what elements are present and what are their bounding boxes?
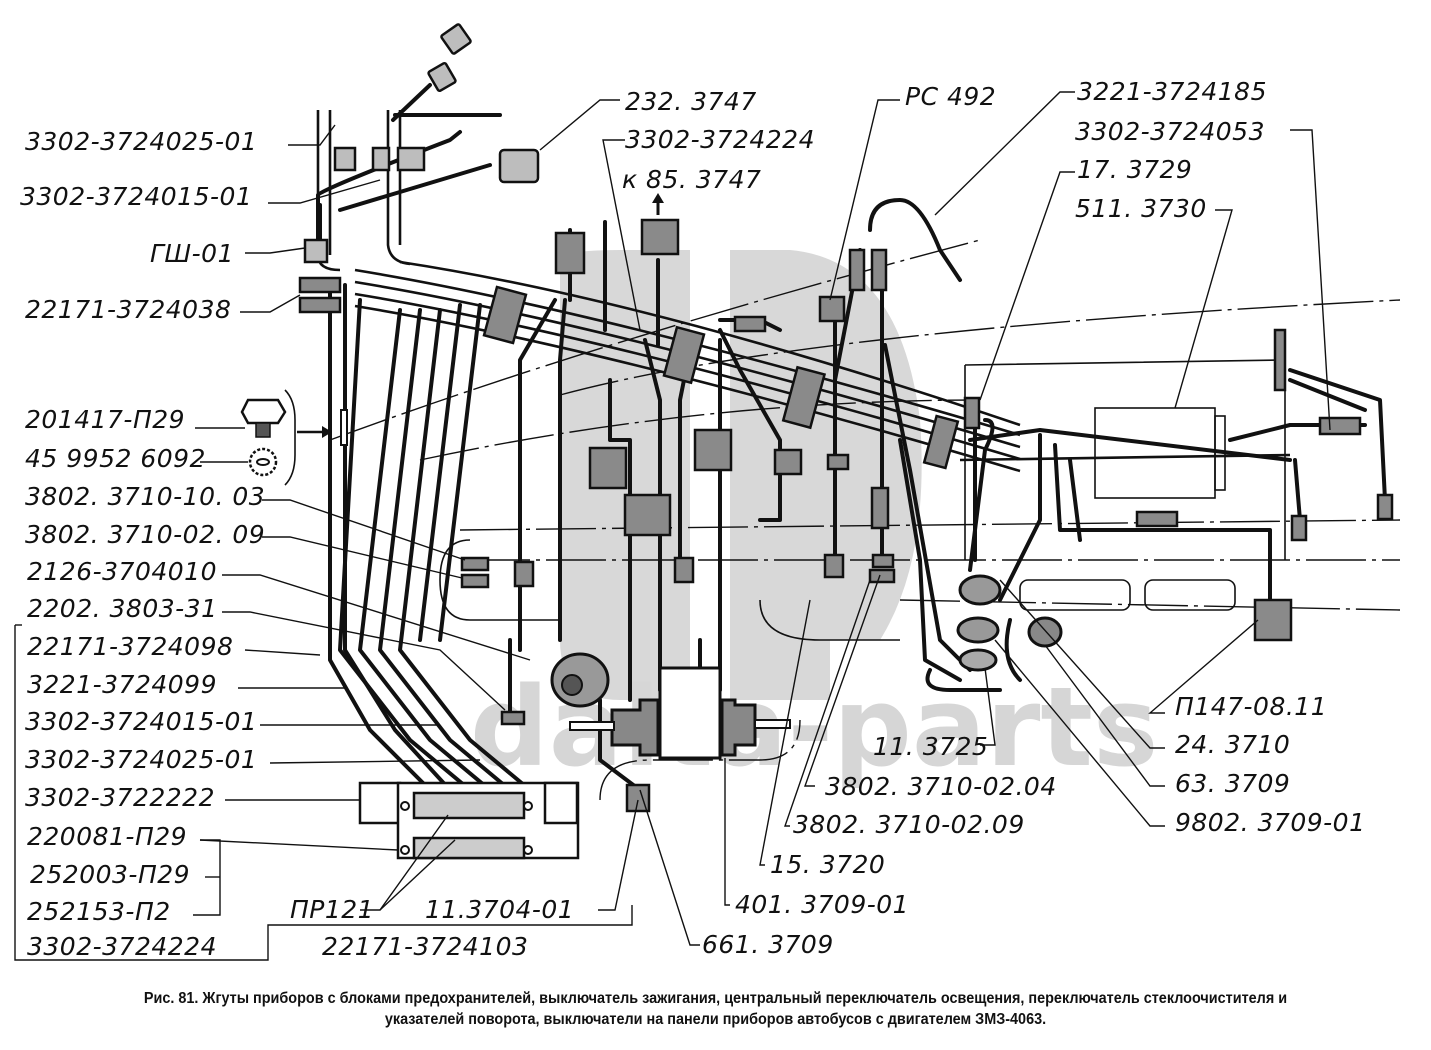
- part-labels: 3302-3724025-01 3302-3724015-01 ГШ-01 22…: [20, 77, 1365, 961]
- wiring-harness-diagram: dalta-parts: [14, 23, 1401, 961]
- label-3302-3724224-top: 3302-3724224: [625, 125, 815, 154]
- label-2126-3704010: 2126-3704010: [27, 557, 217, 586]
- label-11-3725: 11. 3725: [873, 732, 988, 761]
- label-22171-3724103: 22171-3724103: [322, 932, 528, 961]
- label-3302-3724025-01-bottom: 3302-3724025-01: [25, 745, 257, 774]
- label-401-3709-01: 401. 3709-01: [735, 890, 909, 919]
- label-17-3729: 17. 3729: [1077, 155, 1192, 184]
- label-pr121: ПР121: [290, 895, 374, 924]
- label-3221-3724185: 3221-3724185: [1077, 77, 1267, 106]
- label-63-3709: 63. 3709: [1175, 769, 1290, 798]
- label-3221-3724099: 3221-3724099: [27, 670, 217, 699]
- label-2202-3803-31: 2202. 3803-31: [27, 594, 217, 623]
- label-252003-p29: 252003-П29: [30, 860, 190, 889]
- label-3302-3724015-01-bottom: 3302-3724015-01: [25, 707, 257, 736]
- figure-caption: Рис. 81. Жгуты приборов с блоками предох…: [50, 988, 1381, 1030]
- label-511-3730: 511. 3730: [1075, 194, 1207, 223]
- components: [240, 193, 1226, 860]
- label-rs-492: РС 492: [905, 82, 996, 111]
- connectors: [298, 23, 1394, 813]
- leader-lines: [14, 91, 1331, 961]
- caption-line-2: указателей поворота, выключатели на пане…: [384, 1011, 1047, 1028]
- label-24-3710: 24. 3710: [1175, 730, 1290, 759]
- label-p147-08-11: П147-08.11: [1175, 692, 1327, 721]
- label-15-3720: 15. 3720: [770, 850, 885, 879]
- label-3302-3722222: 3302-3722222: [25, 783, 215, 812]
- label-220081-p29: 220081-П29: [27, 822, 187, 851]
- label-201417-p29: 201417-П29: [25, 405, 185, 434]
- label-3802-3710-02-04: 3802. 3710-02.04: [825, 772, 1057, 801]
- label-45-9952-6092: 45 9952 6092: [25, 444, 206, 473]
- caption-line-1: Рис. 81. Жгуты приборов с блоками предох…: [143, 990, 1288, 1007]
- label-3802-3710-02-09-left: 3802. 3710-02. 09: [25, 520, 265, 549]
- label-252153-p2: 252153-П2: [27, 897, 171, 926]
- label-gsh-01: ГШ-01: [150, 239, 234, 268]
- label-3302-3724025-01-top: 3302-3724025-01: [25, 127, 257, 156]
- label-11-3704-01: 11.3704-01: [425, 895, 574, 924]
- label-3802-3710-10-03: 3802. 3710-10. 03: [25, 482, 265, 511]
- label-22171-3724098: 22171-3724098: [27, 632, 233, 661]
- label-661-3709: 661. 3709: [702, 930, 834, 959]
- label-232-3747: 232. 3747: [625, 87, 757, 116]
- watermark-logo: dalta-parts: [470, 250, 1158, 791]
- label-22171-3724038: 22171-3724038: [25, 295, 231, 324]
- label-3802-3710-02-09-bottom: 3802. 3710-02.09: [793, 810, 1025, 839]
- label-k-85-3747: к 85. 3747: [622, 165, 761, 194]
- label-3302-3724015-01-top: 3302-3724015-01: [20, 182, 252, 211]
- label-3302-3724224-bottom: 3302-3724224: [27, 932, 217, 961]
- label-3302-3724053: 3302-3724053: [1075, 117, 1265, 146]
- label-9802-3709-01: 9802. 3709-01: [1175, 808, 1365, 837]
